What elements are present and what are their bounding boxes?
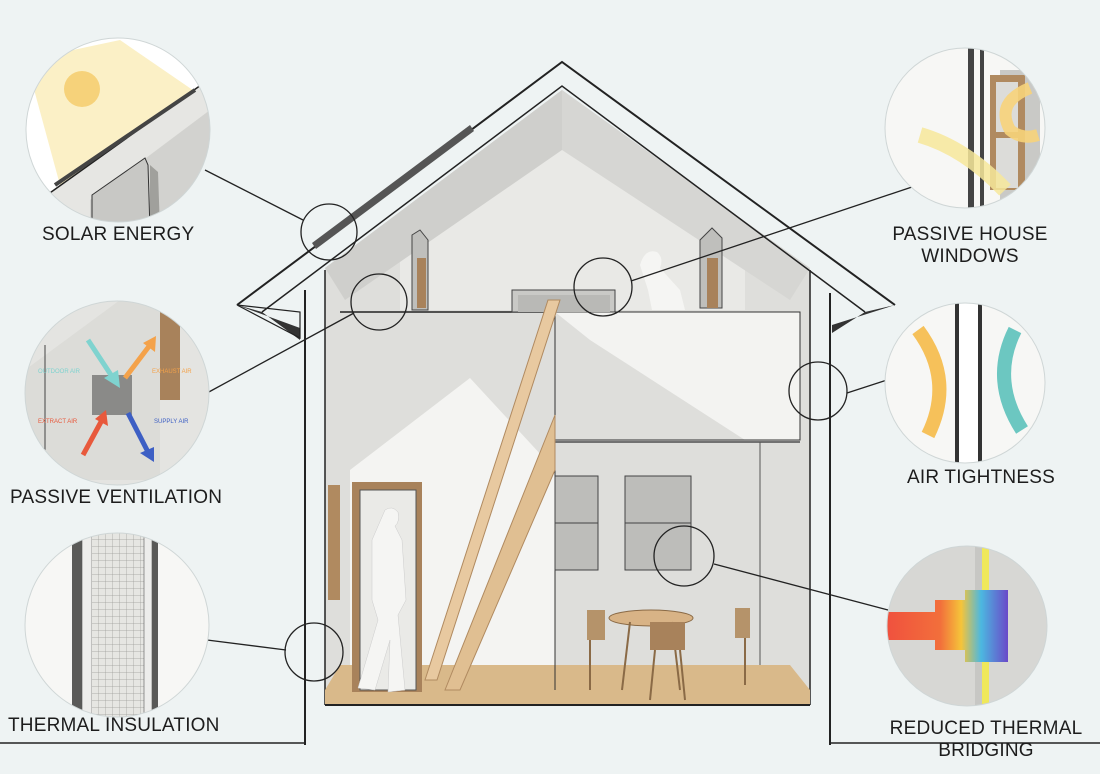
sun-icon	[64, 71, 100, 107]
outdoor-air-arrow	[85, 338, 120, 388]
air-tightness-detail	[885, 303, 1045, 463]
extract-air-arrow	[80, 410, 108, 457]
supply-air-arrow	[125, 411, 154, 462]
extract-air-label: EXTRACT AIR	[38, 419, 78, 425]
passive-windows-detail	[885, 48, 1045, 208]
passive-windows-label: PASSIVE HOUSE WINDOWS	[880, 224, 1060, 268]
thermal-bridging-label-line1: REDUCED THERMAL	[889, 718, 1083, 739]
callout-markers	[204, 169, 913, 682]
outdoor-air-label: OUTDOOR AIR	[38, 369, 81, 375]
thermal-insulation-detail	[25, 533, 209, 717]
thermal-bridging-label-line2: BRIDGING	[938, 740, 1034, 761]
solar-energy-label: SOLAR ENERGY	[42, 224, 195, 245]
house-section	[0, 60, 1100, 745]
air-tightness-label: AIR TIGHTNESS	[907, 467, 1055, 488]
supply-air-label: SUPPLY AIR	[154, 419, 189, 425]
passive-ventilation-label: PASSIVE VENTILATION	[10, 487, 223, 508]
exhaust-air-arrow	[123, 336, 156, 380]
thermal-insulation-label: THERMAL INSULATION	[8, 715, 220, 736]
passive-ventilation-detail: OUTDOOR AIR EXHAUST AIR EXTRACT AIR SUPP…	[25, 301, 209, 485]
thermal-bridging-detail	[887, 546, 1047, 706]
passive-windows-label-line2: WINDOWS	[921, 246, 1019, 267]
exhaust-air-label: EXHAUST AIR	[152, 369, 192, 375]
thermal-bridging-label: REDUCED THERMAL BRIDGING	[876, 718, 1096, 762]
passive-windows-label-line1: PASSIVE HOUSE	[892, 224, 1048, 245]
